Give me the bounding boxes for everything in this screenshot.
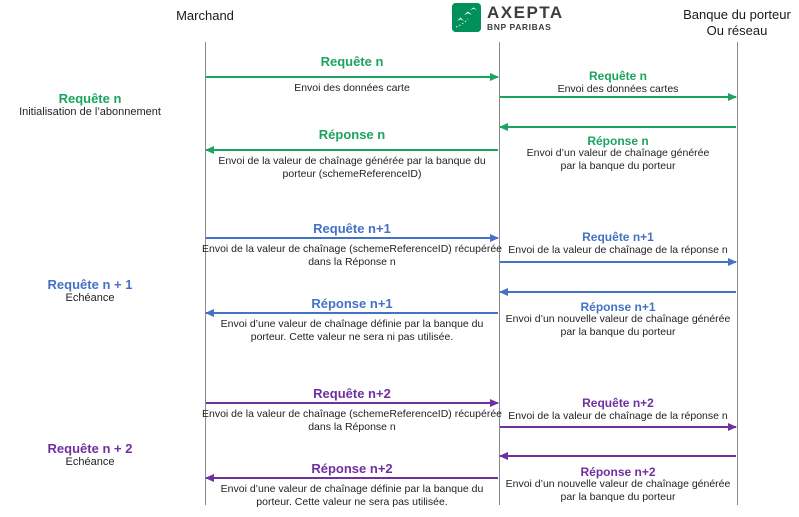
phase-2-subtitle: Echéance xyxy=(65,292,115,304)
right-msg-5-title: Requête n+2 xyxy=(582,396,654,410)
right-msg-3-desc: Envoi de la valeur de chaînage de la rép… xyxy=(508,244,728,256)
phase-3-subtitle: Echéance xyxy=(65,456,115,468)
actor-bank-line1: Banque du porteur xyxy=(683,7,791,22)
right-msg-1-arrow-right xyxy=(500,93,737,101)
right-msg-4-arrow-left xyxy=(499,288,736,296)
mid-msg-2-arrow-left xyxy=(205,146,498,154)
right-msg-3-title: Requête n+1 xyxy=(582,230,654,244)
mid-msg-2-desc: Envoi de la valeur de chaînage générée p… xyxy=(218,155,486,180)
mid-msg-1-desc: Envoi des données carte xyxy=(294,82,410,94)
mid-msg-1-arrow-right xyxy=(206,73,499,81)
mid-msg-4-title: Réponse n+1 xyxy=(311,296,393,311)
phase-3-title: Requête n + 2 xyxy=(47,441,133,456)
right-msg-6-title: Réponse n+2 xyxy=(580,465,656,479)
actor-bank-label: Banque du porteur Ou réseau xyxy=(672,7,799,39)
lifeline-axepta xyxy=(499,42,500,505)
right-msg-4-title: Réponse n+1 xyxy=(580,300,656,314)
right-msg-4-desc: Envoi d’un nouvelle valeur de chaînage g… xyxy=(505,313,731,338)
mid-msg-2-title: Réponse n xyxy=(318,127,386,142)
right-msg-5-arrow-right xyxy=(500,423,737,431)
mid-msg-6-arrow-left xyxy=(205,474,498,482)
phase-1-subtitle: Initialisation de l’abonnement xyxy=(19,106,161,118)
right-msg-1-title: Requête n xyxy=(588,69,647,83)
logo-brand-text: AXEPTA xyxy=(487,2,564,22)
lifeline-bank xyxy=(737,42,738,505)
right-msg-2-title: Réponse n xyxy=(587,134,649,148)
bnp-birds-icon xyxy=(452,3,481,32)
mid-msg-4-arrow-left xyxy=(205,309,498,317)
actor-bank-line2: Ou réseau xyxy=(706,23,768,38)
mid-msg-3-title: Requête n+1 xyxy=(313,221,391,236)
right-msg-3-arrow-right xyxy=(500,258,737,266)
right-msg-6-desc: Envoi d’un nouvelle valeur de chaînage g… xyxy=(505,478,731,503)
mid-msg-6-title: Réponse n+2 xyxy=(311,461,393,476)
logo-sub-text: BNP PARIBAS xyxy=(487,21,552,32)
right-msg-2-arrow-left xyxy=(499,123,736,131)
phase-1-title: Requête n xyxy=(58,91,122,106)
right-msg-6-arrow-left xyxy=(499,452,736,460)
mid-msg-4-desc: Envoi d’une valeur de chaînage définie p… xyxy=(220,318,484,343)
mid-msg-3-arrow-right xyxy=(206,234,499,242)
right-msg-1-desc: Envoi des données cartes xyxy=(557,83,679,95)
phase-2-title: Requête n + 1 xyxy=(47,277,133,292)
lifeline-merchant xyxy=(205,42,206,505)
actor-merchant-label: Marchand xyxy=(176,8,234,23)
mid-msg-5-desc: Envoi de la valeur de chaînage (schemeRe… xyxy=(202,408,503,433)
mid-msg-5-title: Requête n+2 xyxy=(313,386,391,401)
axepta-bnp-logo: AXEPTA BNP PARIBAS xyxy=(452,3,564,32)
mid-msg-6-desc: Envoi d’une valeur de chaînage définie p… xyxy=(220,483,484,508)
mid-msg-3-desc: Envoi de la valeur de chaînage (schemeRe… xyxy=(202,243,503,268)
mid-msg-5-arrow-right xyxy=(206,399,499,407)
right-msg-2-desc: Envoi d’un valeur de chaînage générée pa… xyxy=(526,147,710,172)
right-msg-5-desc: Envoi de la valeur de chaînage de la rép… xyxy=(508,410,728,422)
mid-msg-1-title: Requête n xyxy=(320,54,384,69)
